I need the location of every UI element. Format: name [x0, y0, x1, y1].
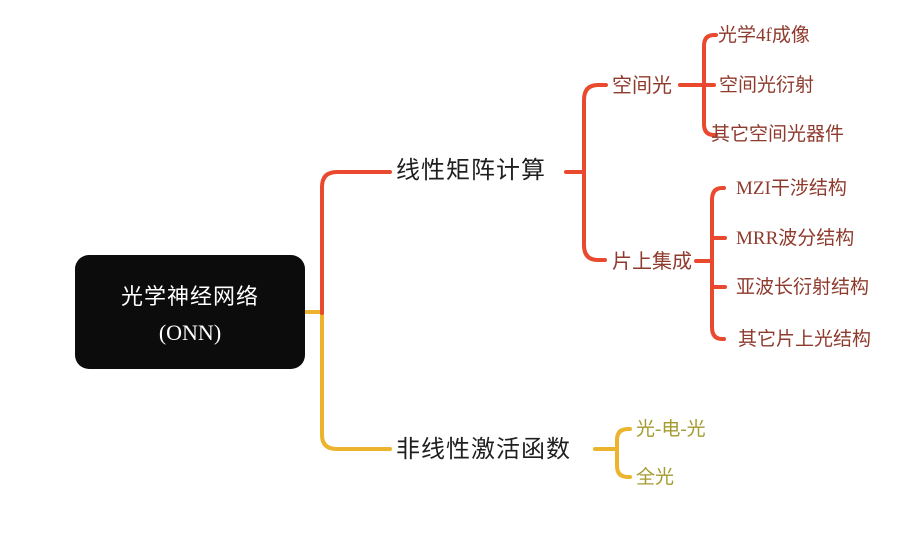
leaf-other-onchip-structures[interactable]: 其它片上光结构: [738, 329, 872, 350]
root-node-title: 光学神经网络: [120, 283, 259, 309]
leaf-mzi-interference[interactable]: MZI干涉结构: [736, 178, 847, 199]
bracket-spatial-children: [702, 33, 718, 137]
bracket-nonlinear-children: [615, 427, 632, 479]
root-node-onn[interactable]: 光学神经网络 (ONN): [75, 255, 305, 369]
branch-linear-matrix[interactable]: 线性矩阵计算: [396, 158, 546, 184]
leaf-subwavelength-diffraction[interactable]: 亚波长衍射结构: [736, 277, 870, 298]
bracket-onchip-children: [710, 186, 726, 341]
leaf-all-optical[interactable]: 全光: [636, 467, 675, 488]
leaf-mrr-wavelength-division[interactable]: MRR波分结构: [736, 228, 855, 249]
root-node-subtitle: (ONN): [158, 319, 222, 345]
branch-nonlinear-activation[interactable]: 非线性激活函数: [396, 437, 571, 463]
node-onchip-integration[interactable]: 片上集成: [612, 251, 692, 273]
edge-root-to-nonlinear: [302, 310, 392, 451]
node-spatial-light[interactable]: 空间光: [612, 75, 672, 97]
leaf-other-spatial-devices[interactable]: 其它空间光器件: [711, 124, 845, 145]
leaf-spatial-light-diffraction[interactable]: 空间光衍射: [719, 75, 815, 96]
edge-root-to-linear: [320, 170, 392, 315]
bracket-linear-children: [582, 83, 608, 262]
leaf-optical-electrical-optical[interactable]: 光-电-光: [636, 419, 706, 440]
leaf-optical-4f-imaging[interactable]: 光学4f成像: [718, 25, 810, 46]
